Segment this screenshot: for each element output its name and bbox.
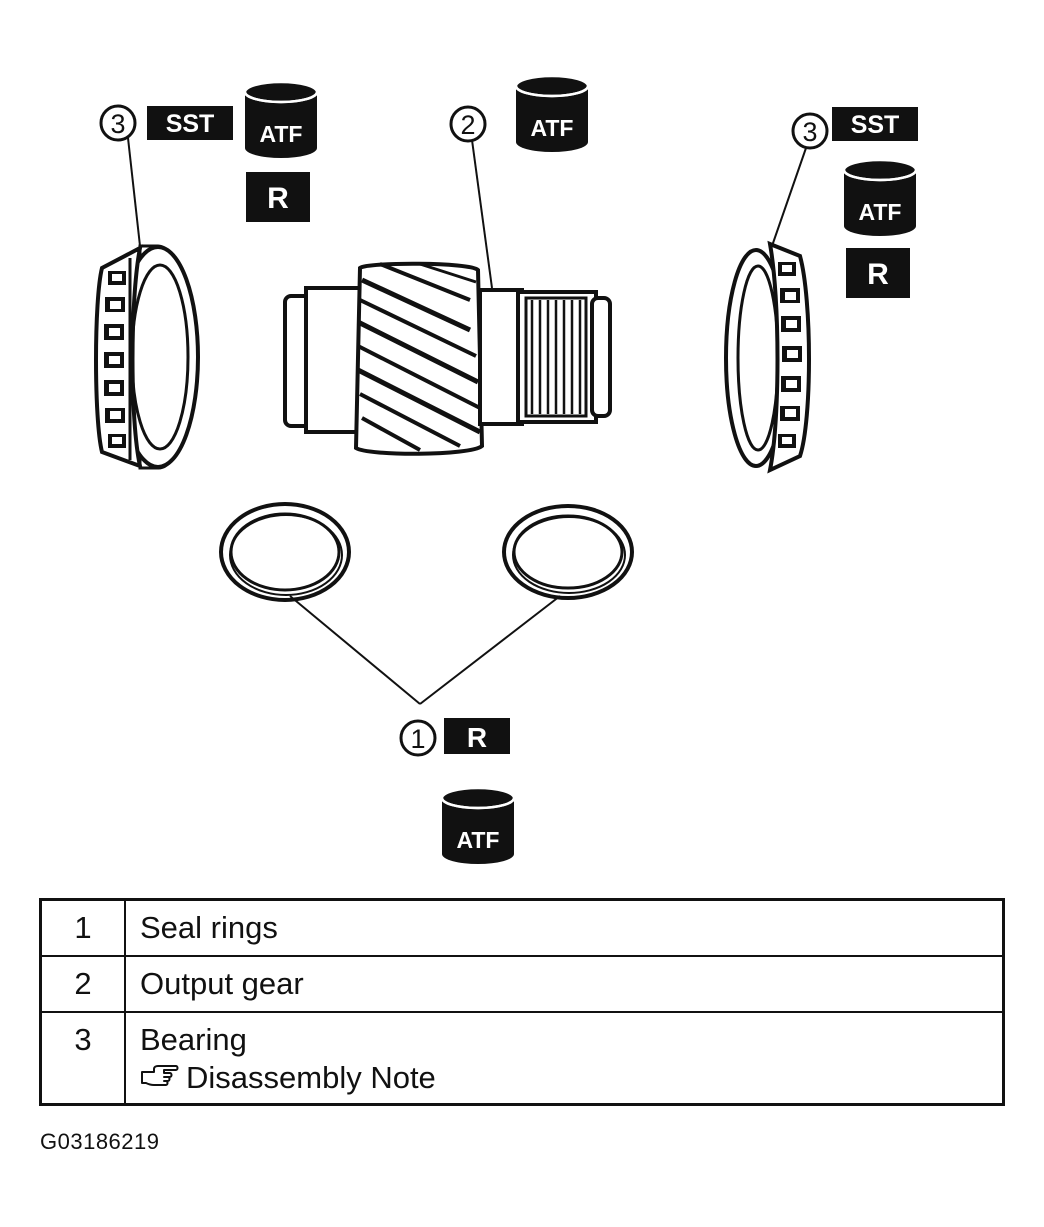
row-part-cell: Bearing Disassembly Note [124,1010,1005,1105]
bearing-left [94,244,200,470]
svg-text:R: R [267,182,289,215]
figure-code: G03186219 [40,1129,160,1154]
parts-legend-table: 1 Seal rings 2 Output gear 3 Bearing Dis… [39,898,1005,1106]
sst-tag-left: SST [147,106,233,140]
row-part-name: Seal rings [124,898,1005,957]
svg-text:R: R [467,722,487,753]
atf-container-icon: ATF [514,74,590,154]
row-number: 2 [39,954,126,1013]
callout-2: 2 [449,105,487,143]
replace-tag: R [846,248,910,298]
row-part-name: Bearing [140,1021,247,1057]
svg-text:1: 1 [410,724,425,754]
leader-lines [127,137,807,705]
svg-text:SST: SST [851,111,900,139]
svg-text:3: 3 [802,117,817,147]
row-number: 3 [39,1010,126,1105]
exploded-view-diagram: 3 2 3 1 SST SST ATF ATF ATF ATF R [94,74,918,866]
svg-text:SST: SST [166,110,215,138]
seal-ring-right [502,504,634,600]
svg-text:3: 3 [110,109,125,139]
callout-3-right: 3 [791,112,829,150]
seal-ring-left [219,502,351,602]
svg-text:2: 2 [460,110,475,140]
replace-tag: R [444,718,510,754]
row-number: 1 [39,898,126,957]
svg-text:ATF: ATF [456,827,499,853]
svg-text:ATF: ATF [858,199,901,225]
svg-text:ATF: ATF [259,121,302,147]
svg-text:ATF: ATF [530,115,573,141]
svg-text:R: R [867,258,889,291]
disassembly-note-text: Disassembly Note [186,1059,436,1095]
table-row: 1 Seal rings [39,898,1005,957]
atf-container-icon: ATF [243,80,319,160]
atf-container-icon: ATF [842,158,918,238]
row-part-name: Output gear [124,954,1005,1013]
atf-container-icon: ATF [440,786,516,866]
table-row: 2 Output gear [39,954,1005,1013]
disassembly-note-link[interactable]: Disassembly Note [140,1059,988,1097]
replace-tag: R [246,172,310,222]
callout-1: 1 [399,719,437,757]
bearing-right [724,240,811,474]
hand-pointer-icon [141,1064,179,1086]
sst-tag-right: SST [832,107,918,141]
table-row: 3 Bearing Disassembly Note [39,1010,1005,1105]
output-gear [283,261,612,456]
callout-3-left: 3 [99,104,137,142]
